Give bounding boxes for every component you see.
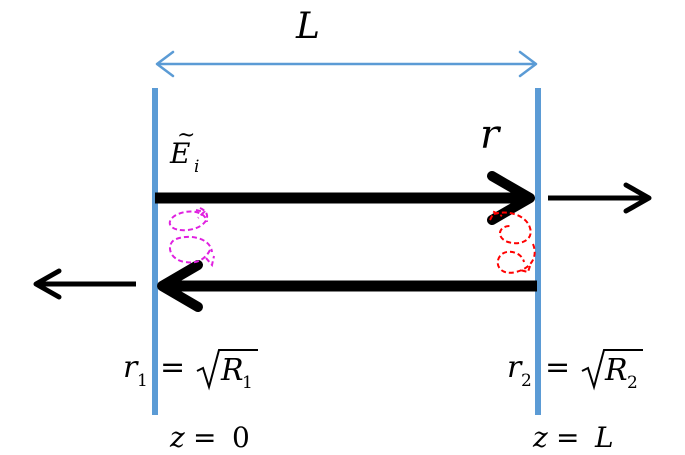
forward-beam-arrow bbox=[155, 171, 535, 225]
svg-text:r: r bbox=[507, 350, 523, 385]
backward-beam-arrow bbox=[157, 260, 537, 312]
svg-text:R: R bbox=[220, 353, 244, 388]
svg-text:~: ~ bbox=[177, 123, 195, 148]
reflected-beam-arrow bbox=[33, 268, 136, 300]
svg-text:R: R bbox=[604, 353, 628, 388]
svg-text:1: 1 bbox=[137, 371, 148, 391]
svg-text:z: z bbox=[169, 421, 185, 454]
svg-text:=: = bbox=[160, 350, 185, 385]
svg-text:z: z bbox=[532, 421, 548, 454]
sqrt-symbol bbox=[196, 349, 258, 391]
incident-field-label: E ~ i bbox=[169, 123, 199, 177]
svg-text:0: 0 bbox=[232, 421, 250, 454]
left-mirror-reflectivity-label: r 1 = R 1 bbox=[123, 349, 258, 393]
svg-text:=: = bbox=[193, 421, 216, 454]
sqrt-symbol bbox=[581, 349, 643, 391]
right-mirror-reflectivity-label: r 2 = R 2 bbox=[507, 349, 643, 393]
svg-text:1: 1 bbox=[242, 373, 253, 393]
transmitted-beam-arrow bbox=[548, 182, 652, 214]
cavity-length-dimension bbox=[155, 50, 538, 78]
svg-text:r: r bbox=[123, 350, 139, 385]
svg-text:2: 2 bbox=[627, 373, 638, 393]
svg-text:=: = bbox=[545, 350, 570, 385]
cavity-length-label: L bbox=[295, 6, 320, 47]
left-reflection-loop bbox=[168, 207, 215, 268]
svg-text:L: L bbox=[594, 421, 614, 454]
svg-text:=: = bbox=[556, 421, 579, 454]
svg-text:2: 2 bbox=[521, 371, 532, 391]
svg-text:i: i bbox=[194, 157, 199, 177]
left-position-label: z = 0 bbox=[169, 421, 250, 454]
right-position-label: z = L bbox=[532, 421, 614, 454]
right-reflection-loop bbox=[489, 210, 536, 274]
mirror-reflectivity-label: r bbox=[480, 112, 502, 158]
svg-text:E: E bbox=[169, 137, 190, 170]
